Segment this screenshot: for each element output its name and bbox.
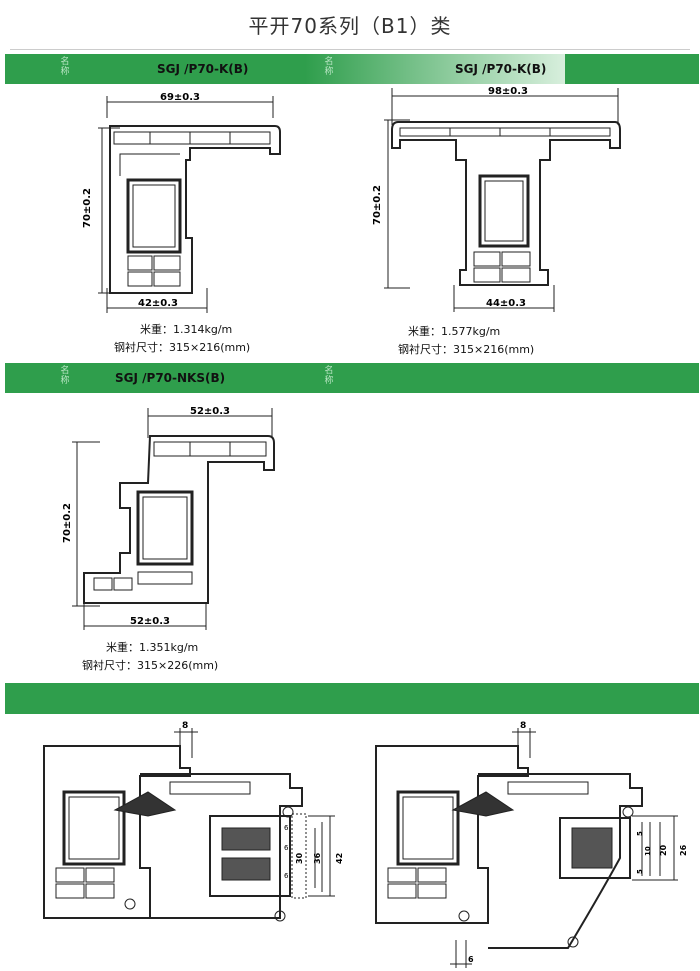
name-label: 名称 bbox=[60, 57, 70, 77]
weight-value: 1.314kg/m bbox=[173, 323, 233, 336]
dim-a: 30 bbox=[295, 852, 304, 864]
name-label: 名称 bbox=[60, 366, 70, 386]
width-dim: 52±0.3 bbox=[190, 406, 230, 417]
weight-label: 米重： bbox=[140, 323, 173, 336]
title-divider bbox=[10, 49, 690, 50]
profile-drawing-1: 69±0.3 70±0.2 42±0.3 bbox=[82, 92, 281, 313]
section-bar-2: 名称 SGJ /P70-NKS(B) 名称 bbox=[5, 363, 699, 393]
steel-spec-1: 钢衬尺寸：315×216(mm) bbox=[114, 341, 250, 355]
base-dim: 44±0.3 bbox=[486, 298, 526, 309]
bar-highlight bbox=[305, 54, 565, 84]
bottom-dim: 6 bbox=[468, 955, 474, 964]
dim-b: 36 bbox=[313, 852, 322, 864]
height-dim: 70±0.2 bbox=[82, 188, 93, 228]
section-bar-1: 名称 SGJ /P70-K(B) 名称 SGJ /P70-K(B) bbox=[5, 54, 699, 84]
top-dim: 8 bbox=[182, 721, 188, 731]
name-label: 名称 bbox=[324, 57, 334, 77]
profile-model-2: SGJ /P70-K(B) bbox=[455, 62, 547, 76]
dim-e: 26 bbox=[679, 844, 688, 856]
steel-label: 钢衬尺寸： bbox=[114, 341, 169, 354]
dim-d: 20 bbox=[659, 844, 668, 856]
height-dim: 70±0.2 bbox=[62, 503, 73, 543]
dim-c: 42 bbox=[335, 853, 344, 864]
weight-spec-2: 米重：1.577kg/m bbox=[408, 325, 500, 339]
width-dim: 69±0.3 bbox=[160, 92, 200, 103]
profile-drawing-3: 52±0.3 70±0.2 52±0.3 bbox=[62, 406, 275, 630]
weight-label: 米重： bbox=[106, 641, 139, 654]
dim-a: 5 bbox=[636, 831, 644, 836]
steel-value: 315×226(mm) bbox=[137, 659, 219, 672]
weight-label: 米重： bbox=[408, 325, 441, 338]
steel-value: 315×216(mm) bbox=[169, 341, 251, 354]
base-dim: 52±0.3 bbox=[130, 616, 170, 627]
weight-spec-3: 米重：1.351kg/m bbox=[106, 641, 198, 655]
assembly-drawing-left: 8 30 36 42 6 6 6 bbox=[43, 721, 344, 922]
base-dim: 42±0.3 bbox=[138, 298, 178, 309]
top-dim: 8 bbox=[520, 721, 526, 731]
profile-model-3: SGJ /P70-NKS(B) bbox=[115, 371, 226, 385]
steel-label: 钢衬尺寸： bbox=[82, 659, 137, 672]
section-bar-3 bbox=[5, 683, 699, 714]
weight-value: 1.577kg/m bbox=[441, 325, 501, 338]
assembly-drawing-right: 8 6 5 10 5 20 26 bbox=[375, 721, 688, 968]
dim-d: 6 bbox=[284, 824, 289, 832]
profile-drawing-2: 98±0.3 70±0.2 44±0.3 bbox=[372, 86, 621, 312]
name-label: 名称 bbox=[324, 366, 334, 386]
dim-e: 6 bbox=[284, 844, 289, 852]
steel-spec-3: 钢衬尺寸：315×226(mm) bbox=[82, 659, 218, 673]
profile-model-1: SGJ /P70-K(B) bbox=[157, 62, 249, 76]
dim-c: 5 bbox=[636, 869, 644, 874]
steel-spec-2: 钢衬尺寸：315×216(mm) bbox=[398, 343, 534, 357]
height-dim: 70±0.2 bbox=[372, 185, 383, 225]
weight-value: 1.351kg/m bbox=[139, 641, 199, 654]
dim-b: 10 bbox=[644, 846, 652, 856]
steel-label: 钢衬尺寸： bbox=[398, 343, 453, 356]
weight-spec-1: 米重：1.314kg/m bbox=[140, 323, 232, 337]
page-title: 平开70系列（B1）类 bbox=[248, 14, 452, 38]
dim-f: 6 bbox=[284, 872, 289, 880]
width-dim: 98±0.3 bbox=[488, 86, 528, 97]
steel-value: 315×216(mm) bbox=[453, 343, 535, 356]
